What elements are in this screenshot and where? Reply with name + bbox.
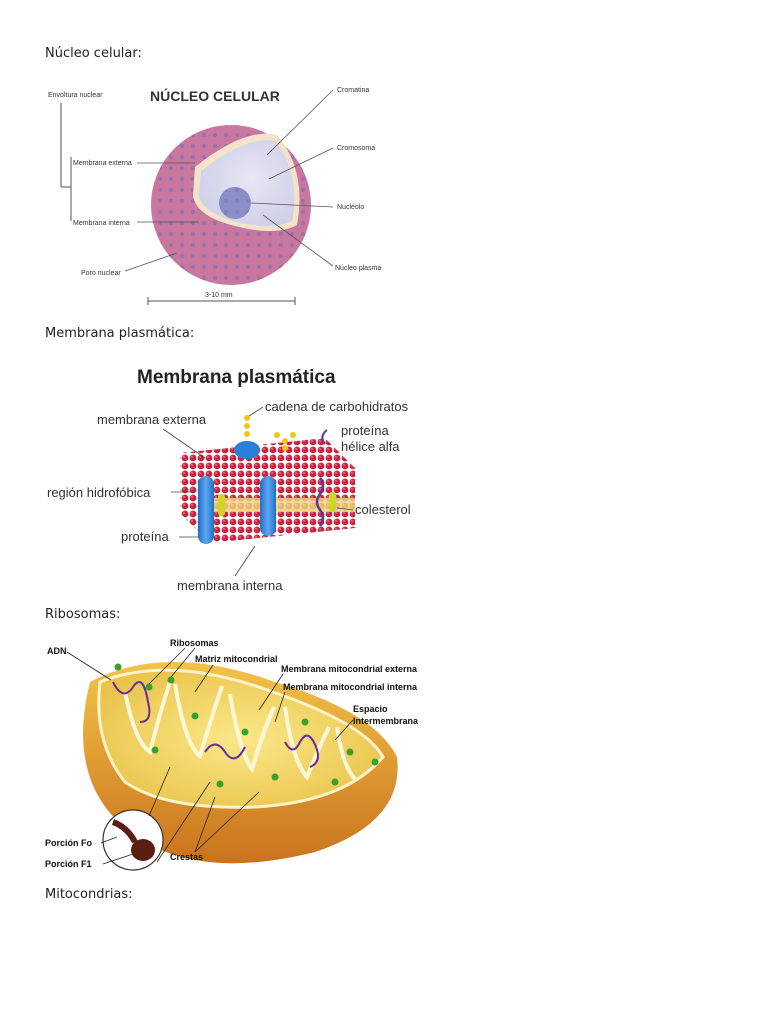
label-porcion-fo: Porción Fo — [45, 838, 93, 848]
label-crestas: Crestas — [170, 852, 203, 862]
label-cromosoma: Cromosoma — [337, 145, 375, 152]
mitochondrion-diagram: ADN Ribosomas Matriz mitocondrial Membra… — [45, 638, 419, 871]
label-ribosomas: Ribosomas — [170, 638, 219, 648]
label-nucleo-plasma: Núcleo plasma — [335, 265, 381, 272]
carbohydrate-chain — [244, 415, 296, 451]
section-heading-ribosomas: Ribosomas: — [45, 607, 121, 622]
cholesterol-right — [329, 492, 336, 512]
section-heading-mitocondrias: Mitocondrias: — [45, 887, 133, 902]
cristae — [123, 681, 357, 781]
label-colesterol: colesterol — [355, 502, 411, 517]
alpha-helix — [315, 477, 325, 527]
label-membrana-interna: Membrana mitocondrial interna — [283, 682, 418, 692]
section-heading-nucleo: Núcleo celular: — [45, 46, 142, 61]
label-membrana-interna: membrana interna — [177, 578, 283, 593]
scale-label: 3-10 mm — [205, 292, 233, 299]
label-porcion-f1: Porción F1 — [45, 859, 92, 869]
membrane-diagram: Membrana plasmática membrana externa cad… — [47, 367, 411, 593]
channel-protein-middle — [260, 476, 276, 536]
membrane-figure: Membrana plasmática membrana externa cad… — [45, 358, 440, 598]
label-espacio: Espacio — [353, 704, 388, 714]
channel-protein-left — [198, 476, 214, 544]
ribosome-dots — [114, 663, 379, 788]
dna-strands — [112, 681, 319, 768]
nucleus-title: NÚCLEO CELULAR — [150, 87, 280, 104]
nucleus-figure: NÚCLEO CELULAR Envoltura nuclear Membran… — [45, 75, 425, 315]
peripheral-protein — [234, 441, 260, 459]
label-nucleolo: Nucléolo — [337, 204, 364, 211]
label-envoltura-nuclear: Envoltura nuclear — [48, 92, 103, 99]
label-proteina: proteína — [121, 529, 169, 544]
label-cromatina: Cromatina — [337, 87, 369, 94]
label-poro-nuclear: Poro nuclear — [81, 270, 121, 277]
label-region-hidrofobica: región hidrofóbica — [47, 485, 151, 500]
label-intermembrana: Intermembrana — [353, 716, 419, 726]
mitochondrion-figure: ADN Ribosomas Matriz mitocondrial Membra… — [45, 632, 435, 877]
membrane-title: Membrana plasmática — [137, 367, 336, 388]
label-membrana-externa: membrana externa — [97, 412, 207, 427]
nucleus-diagram: NÚCLEO CELULAR Envoltura nuclear Membran… — [48, 87, 381, 305]
cholesterol-left — [218, 494, 225, 516]
bilayer-top — [180, 438, 355, 483]
label-matriz-mitocondrial: Matriz mitocondrial — [195, 654, 278, 664]
section-heading-membrana: Membrana plasmática: — [45, 326, 195, 341]
label-proteina-helice: proteína — [341, 423, 389, 438]
label-helice-alfa: hélice alfa — [341, 439, 400, 454]
label-adn: ADN — [47, 646, 67, 656]
portion-f1 — [131, 839, 155, 861]
label-membrana-externa: Membrana externa — [73, 160, 132, 167]
label-membrana-externa: Membrana mitocondrial externa — [281, 664, 418, 674]
label-membrana-interna: Membrana interna — [73, 220, 130, 227]
label-cadena-carbohidratos: cadena de carbohidratos — [265, 399, 409, 414]
portion-fo — [111, 819, 138, 844]
